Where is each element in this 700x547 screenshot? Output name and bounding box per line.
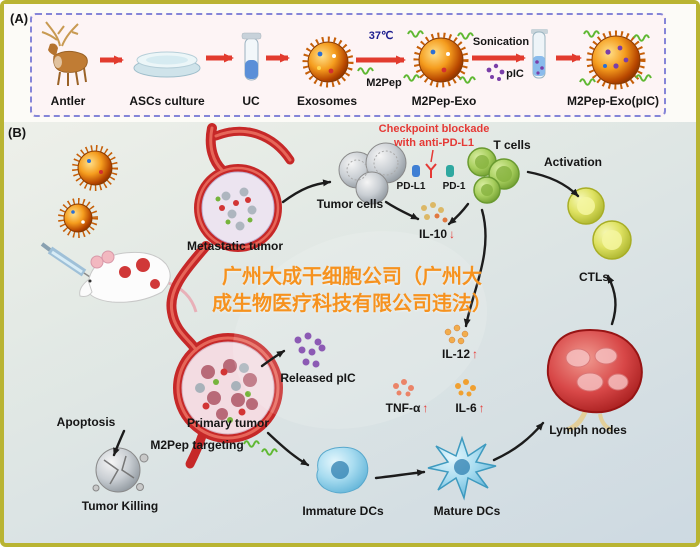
il10-dots bbox=[421, 202, 448, 223]
checkpoint-line1: Checkpoint blockade bbox=[378, 123, 490, 135]
translucent-overlay bbox=[232, 231, 488, 429]
sonication-tube-illustration bbox=[531, 29, 548, 79]
t-cells-illustration bbox=[467, 147, 520, 204]
tumor-cells-illustration bbox=[338, 142, 407, 205]
m2pep-exo-pic-illustration bbox=[579, 30, 652, 90]
apoptosis-label: Apoptosis bbox=[56, 415, 116, 429]
il12-label: IL-12↑ bbox=[441, 347, 479, 361]
metastatic-tumor-label: Metastatic tumor bbox=[186, 239, 284, 253]
il6-dots bbox=[455, 379, 476, 397]
deer-illustration bbox=[41, 21, 88, 86]
tumor-killing-illustration bbox=[92, 447, 149, 493]
immature-dcs-label: Immature DCs bbox=[302, 504, 384, 518]
pd-1-label: PD-1 bbox=[442, 181, 466, 192]
metastatic-tumor-illustration bbox=[201, 171, 275, 245]
tumor-cells-label: Tumor cells bbox=[316, 197, 384, 211]
mouse-illustration bbox=[79, 250, 198, 313]
up-arrow-icon: ↑ bbox=[472, 347, 479, 361]
tumor-killing-label: Tumor Killing bbox=[81, 499, 159, 513]
petri-dish-illustration bbox=[133, 51, 201, 78]
flow-arrows bbox=[112, 170, 617, 480]
mature-dcs-label: Mature DCs bbox=[433, 504, 501, 518]
centrifuge-tube-illustration bbox=[241, 32, 262, 81]
step-label-uc: UC bbox=[242, 94, 260, 108]
workflow-arrows bbox=[100, 53, 582, 65]
mature-dc-illustration bbox=[427, 435, 497, 501]
ctl-cells-illustration bbox=[567, 187, 632, 260]
primary-tumor-illustration bbox=[181, 341, 275, 435]
step-label-m2pep-exo-pic: M2Pep-Exo(pIC) bbox=[566, 94, 660, 108]
up-arrow-icon: ↑ bbox=[478, 401, 485, 415]
blood-vessel bbox=[166, 123, 295, 469]
pic-dots bbox=[486, 63, 505, 81]
il6-label: IL-6↑ bbox=[455, 401, 485, 415]
step-label-ascs-culture: ASCs culture bbox=[129, 94, 205, 108]
panel-a-label: (A) bbox=[10, 11, 29, 26]
exosome-illustration bbox=[302, 36, 354, 88]
il12-dots bbox=[444, 324, 469, 345]
m2pep-squiggle bbox=[357, 67, 374, 75]
pd-l1-label: PD-L1 bbox=[396, 181, 426, 192]
temperature-label: 37℃ bbox=[368, 30, 394, 42]
primary-tumor-label: Primary tumor bbox=[186, 416, 270, 430]
pic-label: pIC bbox=[506, 68, 524, 80]
tnfa-label: TNF-α↑ bbox=[385, 401, 429, 415]
m2pep-label: M2Pep bbox=[366, 77, 402, 89]
lymph-nodes-label: Lymph nodes bbox=[549, 423, 627, 437]
pd-checkpoint-illustration bbox=[412, 149, 454, 178]
up-arrow-icon: ↑ bbox=[422, 401, 429, 415]
step-label-m2pep-exo: M2Pep-Exo bbox=[411, 94, 477, 108]
ctls-label: CTLs bbox=[579, 270, 609, 284]
lymph-node-illustration bbox=[546, 328, 643, 433]
watermark-line2: 成生物医疗科技有限公司违法） bbox=[212, 293, 492, 315]
m2pep-exo-illustration bbox=[403, 30, 476, 88]
down-arrow-icon: ↓ bbox=[449, 227, 456, 241]
watermark-line1: 广州大成干细胞公司（广州大 bbox=[222, 266, 482, 288]
il10-label: IL-10↓ bbox=[418, 227, 456, 241]
immature-dc-illustration bbox=[316, 446, 369, 494]
t-cells-label: T cells bbox=[493, 138, 531, 152]
watermark-text: 广州大成干细胞公司（广州大 成生物医疗科技有限公司违法） bbox=[212, 264, 492, 318]
released-pic-label: Released pIC bbox=[280, 371, 356, 385]
checkpoint-line2: with anti-PD-L1 bbox=[393, 136, 475, 149]
panel-b-label: (B) bbox=[8, 125, 27, 140]
m2pep-targeting-squiggle bbox=[243, 440, 260, 448]
step-label-exosomes: Exosomes bbox=[296, 94, 358, 108]
virus-particles bbox=[58, 145, 118, 238]
tnfa-dots bbox=[393, 379, 414, 397]
sonication-label: Sonication bbox=[472, 36, 530, 48]
released-pic-dots bbox=[294, 332, 326, 368]
step-label-antler: Antler bbox=[50, 94, 86, 108]
activation-label: Activation bbox=[543, 155, 603, 169]
checkpoint-blockade-label: Checkpoint blockade with anti-PD-L1 bbox=[379, 123, 490, 151]
m2pep-targeting-label: M2Pep targeting bbox=[150, 438, 244, 452]
